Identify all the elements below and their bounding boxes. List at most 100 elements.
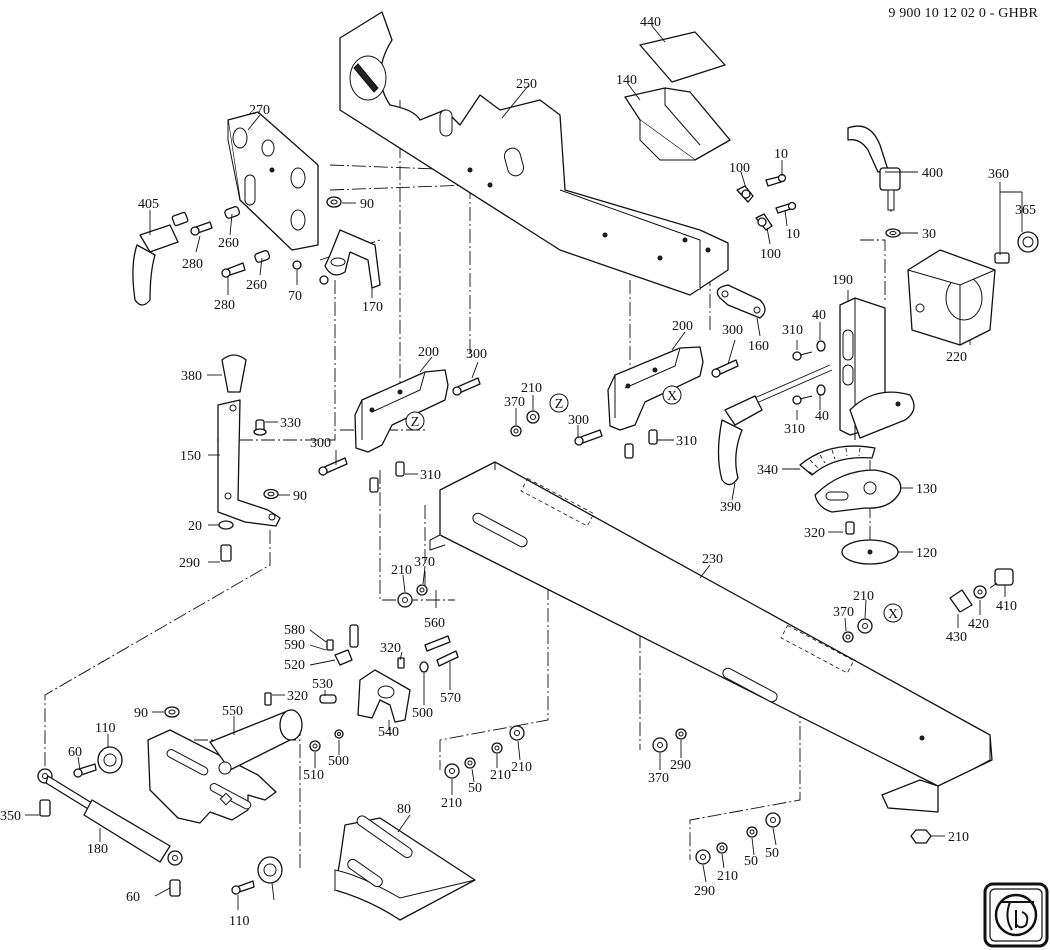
part-label: 120 bbox=[916, 546, 937, 561]
bracket-200-left bbox=[354, 369, 449, 453]
part-label: 210 bbox=[717, 869, 738, 884]
document-number: 9 900 10 12 02 0 - GHBR bbox=[888, 6, 1038, 21]
part-label: 210 bbox=[391, 563, 412, 578]
part-label: 250 bbox=[516, 77, 537, 92]
part-label: 50 bbox=[468, 781, 482, 796]
part-label: 90 bbox=[360, 197, 374, 212]
part-label: 330 bbox=[280, 416, 301, 431]
adjusting-plate-130 bbox=[814, 469, 902, 513]
clamp-block-430 bbox=[949, 568, 1014, 613]
ref-mark-z: Z bbox=[411, 415, 420, 430]
part-label: 300 bbox=[722, 323, 743, 338]
angle-scale-340 bbox=[799, 445, 876, 476]
part-label: 230 bbox=[702, 552, 723, 567]
main-carrier-beam bbox=[339, 11, 729, 296]
clamping-lever-390 bbox=[717, 364, 833, 486]
part-label: 350 bbox=[0, 809, 21, 824]
bracket-200-right bbox=[607, 346, 704, 431]
part-label: 510 bbox=[303, 768, 324, 783]
part-label: 580 bbox=[284, 623, 305, 638]
part-label: 500 bbox=[328, 754, 349, 769]
part-label: 170 bbox=[362, 300, 383, 315]
part-label: 320 bbox=[287, 689, 308, 704]
reference-marks: Z Z X X bbox=[405, 385, 903, 623]
screws-280-260 bbox=[190, 206, 271, 278]
part-label: 570 bbox=[440, 691, 461, 706]
part-label: 430 bbox=[946, 630, 967, 645]
part-label: 210 bbox=[511, 760, 532, 775]
part-label: 150 bbox=[180, 449, 201, 464]
part-label: 210 bbox=[441, 796, 462, 811]
part-label: 440 bbox=[640, 15, 661, 30]
bracket-170 bbox=[292, 196, 381, 289]
gas-strut-350 bbox=[37, 768, 183, 897]
part-label: 60 bbox=[126, 890, 140, 905]
part-label: 90 bbox=[134, 706, 148, 721]
part-label: 400 bbox=[922, 166, 943, 181]
crank-150 bbox=[217, 354, 281, 562]
part-label: 300 bbox=[568, 413, 589, 428]
leader-lines bbox=[25, 25, 1006, 910]
guide-rail-230 bbox=[429, 461, 993, 813]
part-label: 320 bbox=[380, 641, 401, 656]
part-label: 560 bbox=[424, 616, 445, 631]
part-label: 360 bbox=[988, 167, 1009, 182]
part-label: 20 bbox=[188, 519, 202, 534]
nut-510-washer-500 bbox=[309, 729, 344, 752]
part-label: 365 bbox=[1015, 203, 1036, 218]
part-label: 100 bbox=[760, 247, 781, 262]
ref-mark-x: X bbox=[888, 607, 898, 622]
part-label: 110 bbox=[229, 914, 249, 929]
clips-100 bbox=[736, 173, 797, 231]
part-label: 190 bbox=[832, 273, 853, 288]
part-label: 210 bbox=[521, 381, 542, 396]
column-190 bbox=[839, 297, 915, 440]
part-label: 520 bbox=[284, 658, 305, 673]
washers-210-370 bbox=[397, 584, 873, 643]
support-plate-550 bbox=[147, 709, 303, 824]
part-label: 50 bbox=[765, 846, 779, 861]
mounting-plate bbox=[227, 111, 319, 251]
part-label: 530 bbox=[312, 677, 333, 692]
clamp-assembly-540 bbox=[264, 624, 459, 723]
part-label: 300 bbox=[466, 347, 487, 362]
part-label: 50 bbox=[744, 854, 758, 869]
part-label: 290 bbox=[694, 884, 715, 899]
part-label: 300 bbox=[310, 436, 331, 451]
clamping-lever-405 bbox=[132, 211, 189, 306]
part-label: 80 bbox=[397, 802, 411, 817]
cover-plate bbox=[639, 31, 726, 83]
part-label: 500 bbox=[412, 706, 433, 721]
part-label: 280 bbox=[182, 257, 203, 272]
screws-brackets bbox=[318, 377, 658, 493]
part-label: 290 bbox=[179, 556, 200, 571]
part-label: 140 bbox=[616, 73, 637, 88]
part-label: 10 bbox=[786, 227, 800, 242]
part-label: 210 bbox=[490, 768, 511, 783]
part-label: 260 bbox=[218, 236, 239, 251]
part-label: 70 bbox=[288, 289, 302, 304]
part-number-labels: 440 250 140 270 10 100 400 360 365 10 10… bbox=[0, 15, 1036, 929]
part-label: 540 bbox=[378, 725, 399, 740]
fein-logo bbox=[983, 882, 1049, 948]
part-label: 590 bbox=[284, 638, 305, 653]
part-label: 40 bbox=[812, 308, 826, 323]
part-label: 10 bbox=[774, 147, 788, 162]
slide-tray-180 bbox=[334, 815, 476, 921]
screws-column bbox=[711, 340, 826, 405]
part-label: 405 bbox=[138, 197, 159, 212]
bottom-fasteners bbox=[444, 725, 932, 865]
part-label: 180 bbox=[87, 842, 108, 857]
part-label: 200 bbox=[418, 345, 439, 360]
part-label: 310 bbox=[784, 422, 805, 437]
part-label: 310 bbox=[782, 323, 803, 338]
part-label: 160 bbox=[748, 339, 769, 354]
part-label: 60 bbox=[68, 745, 82, 760]
part-label: 310 bbox=[676, 434, 697, 449]
wheels-110 bbox=[73, 706, 283, 895]
clamping-lever-400 bbox=[847, 125, 901, 238]
part-label: 100 bbox=[729, 161, 750, 176]
part-label: 310 bbox=[420, 468, 441, 483]
part-label: 550 bbox=[222, 704, 243, 719]
part-label: 280 bbox=[214, 298, 235, 313]
